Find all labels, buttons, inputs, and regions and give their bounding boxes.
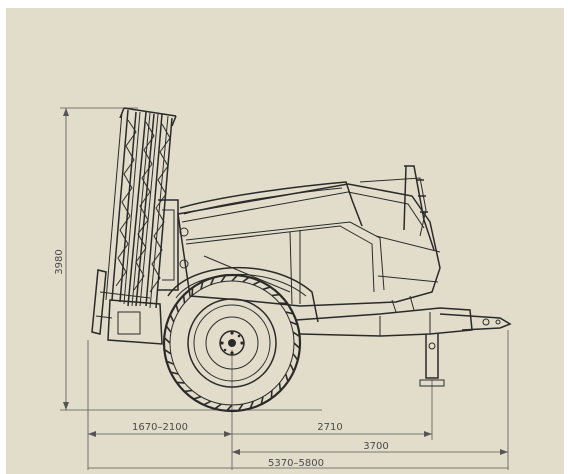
tread-lug xyxy=(231,274,238,282)
tread-lug xyxy=(163,337,171,344)
tread-lug xyxy=(249,400,254,409)
tread-lug xyxy=(193,395,202,400)
folded-boom xyxy=(91,107,189,345)
tread-lug xyxy=(284,373,289,382)
tread-lug xyxy=(285,311,294,315)
wheel-to-hitch-label: 3700 xyxy=(363,441,388,452)
tread-lug xyxy=(242,276,250,283)
tread-lug xyxy=(203,400,212,406)
tread-lug xyxy=(260,396,264,405)
tread-lug xyxy=(270,390,273,399)
tread-lug xyxy=(226,404,233,412)
height-dimension: 3980 xyxy=(54,107,322,411)
tread-lug xyxy=(200,281,204,290)
axle-to-hitch-label: 2710 xyxy=(317,422,342,433)
tread-lug xyxy=(184,389,193,393)
tank-body xyxy=(167,165,512,387)
tire-tread xyxy=(163,274,301,412)
tread-lug xyxy=(165,325,172,333)
tread-lug xyxy=(220,274,227,283)
tread-lug xyxy=(271,293,280,297)
tread-lug xyxy=(182,295,186,304)
overhang-label: 1670–2100 xyxy=(132,422,188,433)
tread-lug xyxy=(166,360,175,365)
tread-lug xyxy=(289,363,295,372)
tread-lug xyxy=(292,331,301,338)
tread-lug xyxy=(191,287,194,296)
tread-lug xyxy=(163,348,172,355)
height-label: 3980 xyxy=(54,249,65,274)
tread-lug xyxy=(262,286,271,291)
tread-lug xyxy=(289,321,298,326)
wheel xyxy=(162,273,302,413)
tread-lug xyxy=(214,403,222,410)
tread-lug xyxy=(293,342,301,349)
tread-lug xyxy=(279,302,288,305)
drawing-sheet xyxy=(6,8,564,474)
overall-length-label: 5370–5800 xyxy=(268,458,324,469)
tread-lug xyxy=(169,314,175,323)
tread-lug xyxy=(292,353,299,361)
tread-lug xyxy=(210,277,215,286)
tread-lug xyxy=(176,381,185,384)
tread-lug xyxy=(237,403,244,412)
bottom-dimensions: 1670–2100 2710 3700 5370–5800 xyxy=(87,330,509,470)
tread-lug xyxy=(175,304,180,313)
tread-lug xyxy=(170,371,179,375)
tread-lug xyxy=(252,280,261,286)
tread-lug xyxy=(278,382,282,391)
